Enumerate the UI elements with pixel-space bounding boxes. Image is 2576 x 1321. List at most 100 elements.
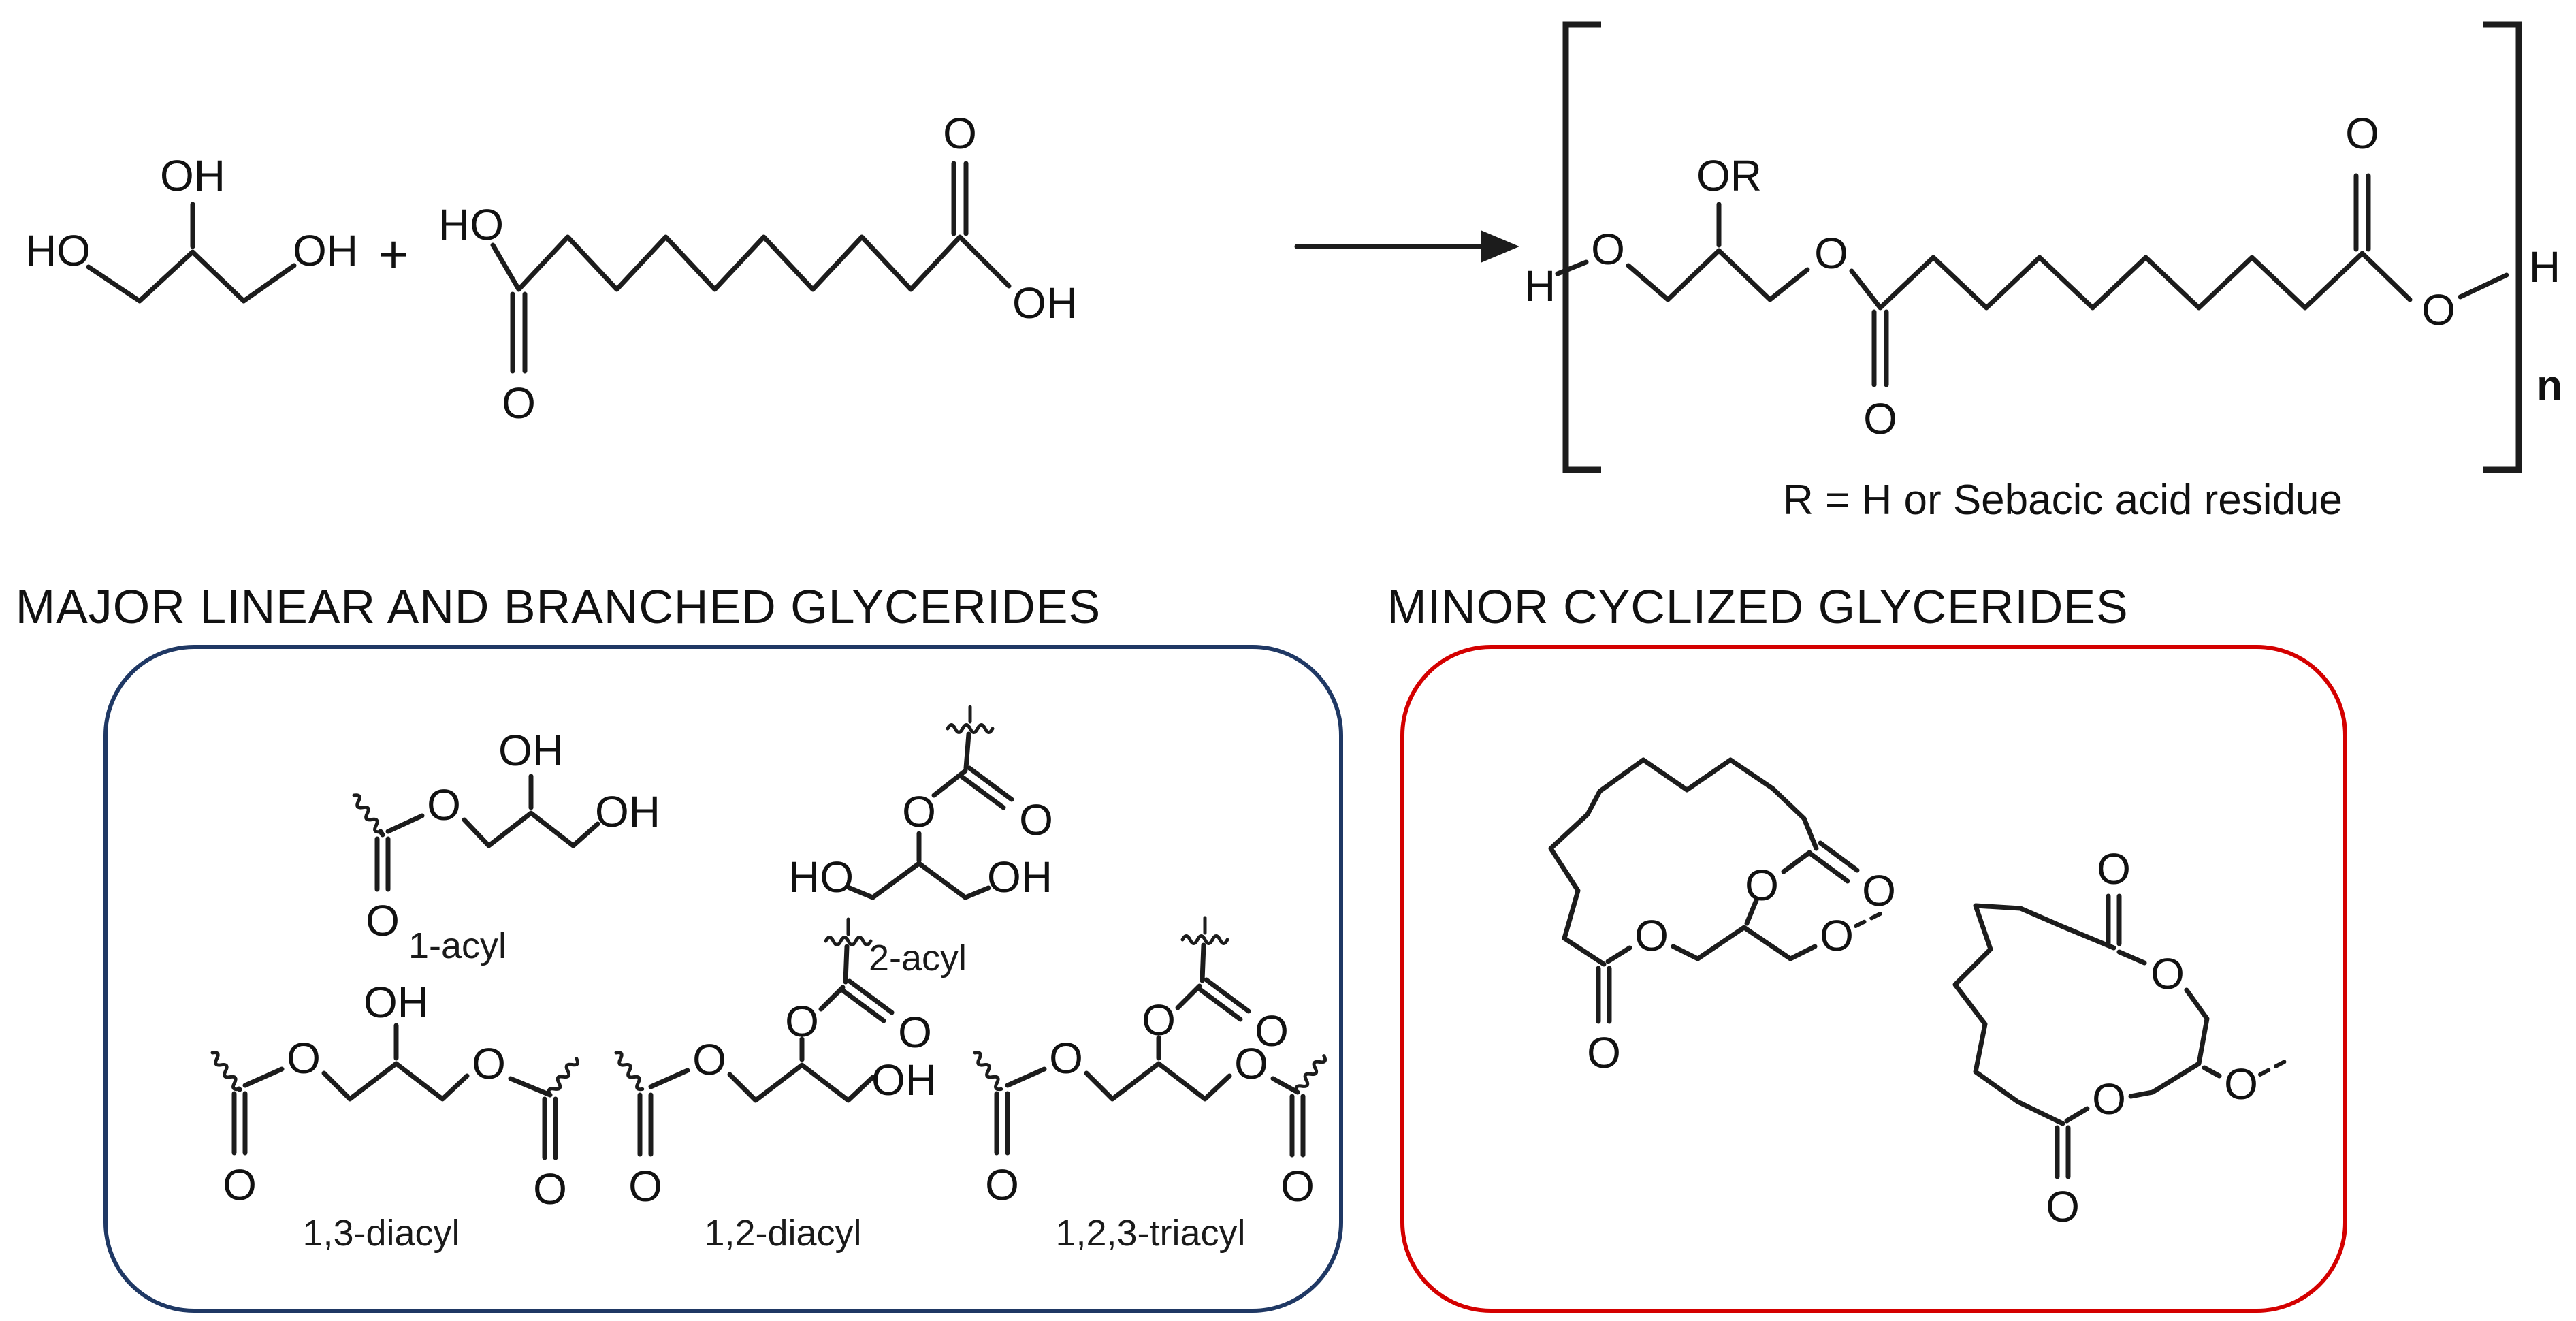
- cyclic13-carbonyl-top-double-bond: [2106, 893, 2122, 946]
- product-h-left-label: H: [1524, 261, 1556, 311]
- structure-1-acyl: O O OH OH 1-acyl: [351, 726, 660, 966]
- diacyl12-o-carbonyl-2-label: O: [898, 1008, 932, 1057]
- product-h-right-label: H: [2529, 242, 2560, 291]
- structure-1-3-diacyl: O O OH O O 1,3-diacyl: [210, 978, 580, 1254]
- cyclic13-o-carbonyl-bottom-label: O: [2046, 1182, 2080, 1231]
- product-o-up-label: O: [2345, 109, 2379, 158]
- cut-bond-squiggle-icon: [972, 1051, 1005, 1092]
- triacyl-top-double-bond: [1195, 977, 1251, 1022]
- glycerol-ho-label: HO: [25, 226, 91, 275]
- cut-bond-squiggle-icon: [210, 1051, 242, 1092]
- acyl2-oh-right-label: OH: [987, 853, 1052, 902]
- acyl2-name-label: 2-acyl: [869, 938, 967, 978]
- product-o-ester-label: O: [1814, 229, 1848, 278]
- major-glycerides-section: MAJOR LINEAR AND BRANCHED GLYCERIDES O O…: [16, 580, 1343, 1313]
- diacyl13-name-label: 1,3-diacyl: [302, 1213, 460, 1254]
- product-carbonyl-down-double-bond: [1871, 309, 1889, 387]
- arrow-head: [1481, 230, 1519, 263]
- product-right-ester-bond: [2458, 272, 2509, 300]
- cut-bond-squiggle-icon: [826, 938, 871, 945]
- product-carbonyl-up-double-bond: [2353, 173, 2371, 252]
- reaction-arrow: [1294, 230, 1519, 263]
- structure-1-2-3-triacyl: O O O O O O 1,2,3-triacyl: [972, 916, 1327, 1254]
- structure-1-2-diacyl: O O O O OH 1,2-diacyl: [613, 917, 937, 1254]
- cut-bond-squiggle-icon: [613, 1051, 646, 1092]
- cyclic12-pendant-cut-bond: [1854, 910, 1885, 928]
- diacyl12-oh-right-label: OH: [871, 1055, 937, 1104]
- triacyl-o-ester-2-label: O: [1142, 996, 1176, 1045]
- diacyl13-o-ester-right-label: O: [472, 1039, 506, 1088]
- structure-cyclic-1-2: O O O O O: [1548, 757, 1896, 1077]
- cut-bond-squiggle-icon: [1295, 1053, 1327, 1094]
- product-or-label: OR: [1696, 151, 1762, 200]
- glycerol-structure: HO OH OH: [25, 151, 358, 304]
- cyclic13-carbonyl-bottom-double-bond: [2055, 1125, 2071, 1179]
- diacyl13-right-double-bond: [542, 1096, 558, 1160]
- acyl2-o-ester-label: O: [902, 787, 936, 836]
- cut-bond-squiggle-icon: [1182, 936, 1227, 944]
- sebacic-o-left-label: O: [502, 379, 536, 428]
- product-o-left-label: O: [1591, 225, 1625, 274]
- triacyl-left-double-bond: [994, 1091, 1010, 1156]
- cut-bond-squiggle-icon: [948, 725, 993, 733]
- triacyl-bonds: [1005, 942, 1300, 1102]
- cyclic12-o-ester-1-label: O: [1635, 911, 1669, 960]
- cyclic13-o-ester-bottom-label: O: [2092, 1075, 2126, 1124]
- diacyl12-o-carbonyl-left-label: O: [628, 1162, 662, 1211]
- sebacic-acid-structure: HO O O OH: [438, 109, 1078, 428]
- r-definition-note: R = H or Sebacic acid residue: [1783, 477, 2342, 524]
- cyclic13-o-ester-top-label: O: [2151, 949, 2185, 998]
- acyl1-name-label: 1-acyl: [408, 925, 506, 966]
- sebacic-ho-label: HO: [438, 200, 504, 249]
- cyclic12-ester-bonds: [1605, 850, 1818, 964]
- cyclic13-o-pendant-label: O: [2224, 1060, 2258, 1109]
- cut-bond-squiggle-icon: [351, 793, 384, 834]
- cyclic13-ester-bonds: [2064, 949, 2222, 1124]
- repeat-unit-subscript: n: [2537, 362, 2562, 409]
- triacyl-name-label: 1,2,3-triacyl: [1055, 1213, 1245, 1254]
- cyclic12-o-carbonyl-1-label: O: [1587, 1028, 1621, 1077]
- product-o-right-label: O: [2421, 285, 2456, 334]
- product-chain-bonds: [1849, 251, 2413, 311]
- reaction-row: HO OH OH + HO O O OH H O: [25, 21, 2562, 524]
- diacyl13-left-double-bond: [231, 1091, 248, 1156]
- cut-bond-squiggle-icon: [547, 1056, 580, 1097]
- cyclic12-carbonyl-1-double-bond: [1596, 966, 1612, 1024]
- cyclic12-carbonyl-2-double-bond: [1808, 840, 1860, 884]
- sebacic-oh-label: OH: [1012, 278, 1078, 328]
- triacyl-o-carbonyl-right-label: O: [1281, 1162, 1315, 1211]
- diacyl13-bonds: [236, 1023, 553, 1102]
- product-glycerol-bonds: [1555, 202, 1810, 302]
- polymer-product-structure: H O OR O O O O H n R = H or Sebacic acid…: [1524, 21, 2562, 524]
- cyclic13-pendant-cut-bond: [2258, 1059, 2288, 1077]
- acyl1-oh-top-label: OH: [498, 726, 564, 775]
- acyl1-o-ester-label: O: [427, 780, 461, 829]
- left-bracket: [1562, 21, 1601, 473]
- acyl1-carbonyl-double-bond: [374, 836, 391, 892]
- cyclic12-o-pendant-label: O: [1820, 911, 1854, 960]
- cyclic12-o-carbonyl-2-label: O: [1862, 866, 1896, 915]
- diacyl12-name-label: 1,2-diacyl: [704, 1213, 861, 1254]
- sebacic-o-right-label: O: [943, 109, 977, 158]
- minor-box-border: [1400, 645, 2347, 1313]
- product-o-down-label: O: [1863, 394, 1897, 443]
- acyl2-bonds: [847, 731, 991, 900]
- cyclic12-ring-chain-bonds: [1548, 757, 1819, 967]
- minor-glycerides-section: MINOR CYCLIZED GLYCERIDES O O O O O O O …: [1387, 580, 2347, 1313]
- minor-box-title: MINOR CYCLIZED GLYCERIDES: [1387, 580, 2128, 633]
- plus-sign: +: [378, 224, 409, 284]
- triacyl-right-double-bond: [1289, 1094, 1306, 1158]
- cyclic13-ring-chain-bonds: [1952, 903, 2116, 1126]
- diacyl13-o-ester-left-label: O: [287, 1034, 321, 1083]
- acyl1-o-carbonyl-label: O: [366, 896, 400, 945]
- diacyl13-o-carbonyl-left-label: O: [223, 1160, 257, 1209]
- diacyl12-o-ester-2-label: O: [785, 997, 819, 1046]
- sebacic-chain-bonds: [490, 234, 1012, 292]
- acyl1-oh-right-label: OH: [595, 787, 660, 836]
- glycerol-oh-right-label: OH: [293, 226, 358, 275]
- diacyl13-oh-top-label: OH: [364, 978, 429, 1027]
- diacyl12-left-double-bond: [637, 1092, 654, 1157]
- structure-2-acyl: O O HO OH 2-acyl: [788, 705, 1053, 978]
- acyl2-carbonyl-double-bond: [959, 765, 1014, 810]
